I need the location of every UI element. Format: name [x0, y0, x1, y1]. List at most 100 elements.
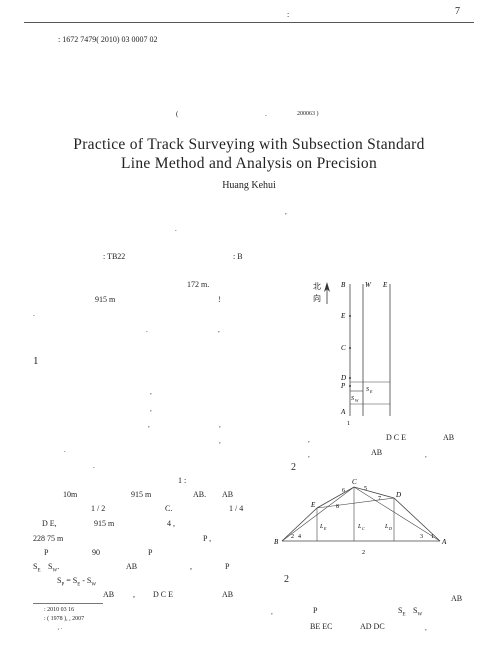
intro-dot-a: .	[33, 310, 35, 318]
body-comma-1: ,	[150, 388, 152, 396]
text-comma-c: ,	[190, 562, 192, 571]
section-1-heading: 1	[33, 355, 39, 367]
right-comma-2: ,	[308, 451, 310, 459]
intro-bang: !	[218, 295, 221, 304]
fig1-point-c	[349, 347, 351, 349]
right-be-ec: BE EC	[310, 622, 333, 631]
fig1-north-char-1: 北	[313, 282, 321, 291]
fig2-angle-4: 4	[298, 534, 301, 540]
title-line-1: Practice of Track Surveying with Subsect…	[73, 136, 425, 153]
fig2-label-ld: L	[384, 524, 389, 530]
text-915m-b: 915 m	[94, 519, 115, 528]
equation-number-2: 2	[284, 574, 289, 585]
body-comma-3: ,	[148, 421, 150, 429]
fig2-label-le: L	[319, 524, 324, 530]
text-point-c: C.	[165, 504, 173, 513]
fig2-angle-7: 7	[378, 496, 381, 502]
right-ab-2: AB	[371, 448, 383, 457]
figure-2-reference: 2	[291, 462, 296, 473]
intro-dot-b: .	[146, 326, 148, 334]
text-quarter: 1 / 4	[229, 504, 244, 513]
fig2-label-a: A	[441, 538, 447, 546]
body-comma-2: ,	[150, 405, 152, 413]
text-ab-b: AB	[222, 490, 234, 499]
text-points-de: D E,	[42, 519, 57, 528]
fig1-label-e: E	[340, 312, 346, 320]
abstract-dot: .	[175, 225, 177, 233]
text-p-a: P	[44, 548, 49, 557]
fig2-label-le-sub: E	[323, 526, 327, 531]
right-ab-1: AB	[443, 433, 455, 442]
figure-2-diagram: C D E B A 1 2 3 4 5 6 7 8 L E L C L D 2	[274, 478, 447, 556]
fig1-label-e-top: E	[382, 281, 388, 289]
page-number: 7	[455, 6, 460, 17]
fig1-point-d	[349, 377, 351, 379]
fig1-label-p: P	[340, 382, 346, 390]
text-comma-d: ,	[133, 590, 135, 599]
text-p-c: P	[225, 562, 230, 571]
affiliation-paren: (	[176, 110, 179, 118]
right-ab-3: AB	[451, 594, 463, 603]
right-comma-3: ,	[425, 451, 427, 459]
body-dot-1: .	[64, 446, 66, 454]
header-dot: :	[287, 10, 290, 19]
affiliation-dot: .	[265, 110, 267, 118]
text-se: SE	[33, 562, 41, 574]
affiliation-code: 200063 )	[297, 111, 319, 117]
fig1-point-e	[349, 315, 351, 317]
fig2-label-d: D	[395, 491, 401, 499]
text-ab-d: AB	[103, 590, 115, 599]
fig2-label-b: B	[274, 538, 279, 546]
fig1-label-sw-sub: W	[355, 398, 359, 403]
fig2-angle-3: 3	[420, 534, 423, 540]
footnote-bio: : ( 1978 ), , 2007	[44, 616, 85, 622]
fig2-label-c: C	[352, 478, 357, 486]
fig1-label-a: A	[340, 408, 346, 416]
fig1-label-sw: S	[351, 396, 354, 402]
text-ab-e: AB	[222, 590, 234, 599]
fig1-label-w: W	[365, 281, 372, 289]
fig2-label-ld-sub: D	[388, 526, 392, 531]
body-comma-5: ,	[219, 437, 221, 445]
footnote-bio-2: , .	[58, 625, 63, 631]
fig1-north-char-2: 向	[313, 293, 321, 303]
right-comma-5: ,	[425, 624, 427, 632]
right-p: P	[313, 606, 318, 615]
right-points-dce: D C E	[386, 433, 406, 442]
text-points-dce: D C E	[153, 590, 173, 599]
intro-comma: ,	[218, 326, 220, 334]
right-sw: SW	[413, 606, 423, 618]
fig1-label-d: D	[340, 374, 346, 382]
title-line-2: Line Method and Analysis on Precision	[120, 155, 378, 172]
figure-2-caption: 2	[362, 550, 365, 556]
text-ab-c: AB	[126, 562, 138, 571]
clc-number: : TB22	[103, 252, 126, 261]
fig2-label-lc: L	[357, 524, 362, 530]
article-number: : 1672 7479( 2010) 03 0007 02	[58, 35, 158, 44]
abstract-comma: ,	[285, 208, 287, 216]
figure-1-diagram: 北 向 B W E E C D P A S E S W 1	[313, 281, 391, 427]
text-915m: 915 m	[131, 490, 152, 499]
right-se: SE	[398, 606, 406, 618]
fig2-angle-5: 5	[364, 486, 367, 492]
formula-sp: SP = SE - SW	[57, 576, 97, 588]
text-p-b: P	[148, 548, 153, 557]
header-rule	[24, 22, 474, 23]
fig1-point-p	[349, 385, 351, 387]
right-ad-dc: AD DC	[360, 622, 385, 631]
fig2-angle-6: 6	[342, 488, 345, 494]
fig2-chord-ed	[316, 497, 395, 509]
intro-val-172: 172 m.	[187, 280, 210, 289]
fig2-angle-8: 8	[336, 504, 339, 510]
text-228-75m: 228 75 m	[33, 534, 64, 543]
fig1-reference: 1 :	[178, 476, 187, 485]
text-sw: SW.	[48, 562, 60, 574]
fig2-angle-2: 2	[291, 534, 294, 540]
figure-1-caption: 1	[347, 421, 350, 427]
right-comma-4: ,	[271, 608, 273, 616]
footnote-received: : 2010 03 16	[44, 607, 75, 613]
text-10m: 10m	[63, 490, 78, 499]
text-ab-a: AB.	[193, 490, 207, 499]
intro-val-915: 915 m	[95, 295, 116, 304]
fig2-label-e: E	[310, 501, 316, 509]
